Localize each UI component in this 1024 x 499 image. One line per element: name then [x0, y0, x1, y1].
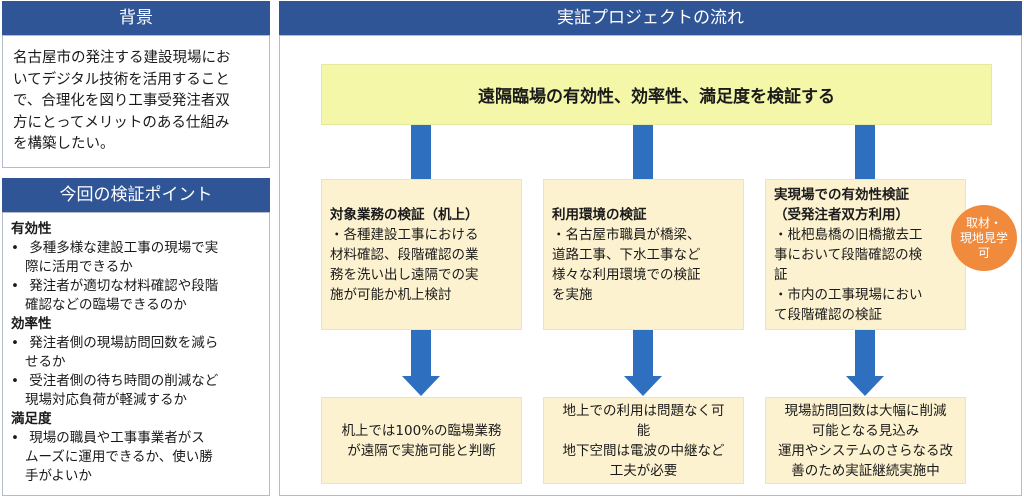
background-panel: 名古屋市の発注する建設現場にお いてデジタル技術を活用すること で、合理化を図り…	[2, 35, 270, 168]
result-line: が遠隔で実施可能と判断	[347, 442, 496, 459]
background-line: を構築したい。	[13, 136, 115, 152]
arrow-shaft	[411, 330, 431, 377]
result-line: 善のため実証継続実施中	[791, 462, 940, 479]
result-line: 現場訪問回数は大幅に削減	[784, 402, 947, 419]
background-line: で、合理化を図り工事受発注者双	[13, 93, 230, 109]
result-line: 運用やシステムのさらなる改	[777, 442, 954, 459]
result-line: 工夫が必要	[609, 462, 678, 479]
background-header: 背景	[2, 1, 270, 35]
result-line: 可能となる見込み	[811, 422, 920, 439]
arrow-down-icon	[402, 376, 440, 396]
column-line: ・各種建設工事における	[330, 227, 479, 243]
column-line: 証	[774, 267, 788, 283]
result-line: 地下空間は電波の中継など	[562, 442, 725, 459]
flow-title: 実証プロジェクトの流れ	[557, 8, 744, 28]
points-header: 今回の検証ポイント	[2, 178, 270, 212]
column-line: 務を洗い出し遠隔での実	[330, 267, 479, 283]
section-heading: 効率性	[11, 316, 52, 332]
points-title: 今回の検証ポイント	[59, 185, 213, 205]
column-line: 様々な利用環境での検証	[552, 267, 701, 283]
result-line: 能	[636, 422, 651, 439]
column-line: ・市内の工事現場におい	[774, 287, 923, 303]
result-box-site: 現場訪問回数は大幅に削減 可能となる見込み 運用やシステムのさらなる改 善のため…	[765, 397, 966, 484]
section-heading: 有効性	[11, 221, 52, 237]
media-visit-badge: 取材・ 現地見学 可	[951, 205, 1017, 271]
column-line: 道路工事、下水工事など	[552, 247, 701, 263]
result-line: 机上では100%の臨場業務	[341, 422, 502, 439]
arrow-shaft	[855, 330, 875, 377]
column-line: 事において段階確認の検	[774, 247, 923, 263]
background-line: 名古屋市の発注する建設現場にお	[13, 50, 231, 66]
arrow-down-icon	[624, 376, 662, 396]
goal-text: 遠隔臨場の有効性、効率性、満足度を検証する	[478, 87, 835, 107]
result-line: 地上での利用は問題なく可	[562, 402, 725, 419]
arrow-shaft	[855, 125, 875, 180]
arrow-down-icon	[846, 376, 884, 396]
column-line: 施が可能か机上検討	[330, 287, 452, 303]
column-text: 対象業務の検証（机上） ・各種建設工事における 材料確認、段階確認の業 務を洗い…	[322, 205, 521, 305]
column-line: 材料確認、段階確認の業	[330, 247, 479, 263]
column-title: 利用環境の検証	[552, 207, 647, 223]
column-text: 実現場での有効性検証 （受発注者双方利用） ・枇杷島橋の旧橋撤去工 事において段…	[766, 185, 965, 325]
column-line: ・名古屋市職員が橋梁、	[552, 227, 701, 243]
background-line: 方にとってメリットのある仕組み	[13, 114, 230, 131]
column-line: て段階確認の検証	[774, 307, 882, 323]
column-box-environment: 利用環境の検証 ・名古屋市職員が橋梁、 道路工事、下水工事など 様々な利用環境で…	[543, 179, 744, 330]
section-heading: 満足度	[11, 411, 52, 427]
arrow-shaft	[633, 330, 653, 377]
background-line: いてデジタル技術を活用すること	[13, 71, 230, 88]
column-line: ・枇杷島橋の旧橋撤去工	[774, 227, 923, 243]
background-text: 名古屋市の発注する建設現場にお いてデジタル技術を活用すること で、合理化を図り…	[3, 36, 269, 156]
column-box-desk: 対象業務の検証（机上） ・各種建設工事における 材料確認、段階確認の業 務を洗い…	[321, 179, 522, 330]
arrow-shaft	[633, 125, 653, 180]
column-text: 利用環境の検証 ・名古屋市職員が橋梁、 道路工事、下水工事など 様々な利用環境で…	[544, 205, 743, 305]
background-title: 背景	[119, 8, 153, 28]
column-box-site: 実現場での有効性検証 （受発注者双方利用） ・枇杷島橋の旧橋撤去工 事において段…	[765, 179, 966, 330]
flow-header: 実証プロジェクトの流れ	[279, 1, 1022, 35]
column-title: 対象業務の検証（机上）	[330, 207, 479, 223]
column-title: 実現場での有効性検証	[774, 187, 909, 203]
result-box-environment: 地上での利用は問題なく可 能 地下空間は電波の中継など 工夫が必要	[543, 397, 744, 484]
column-line: を実施	[552, 287, 593, 303]
column-title: （受発注者双方利用）	[774, 207, 909, 223]
result-box-desk: 机上では100%の臨場業務 が遠隔で実施可能と判断	[321, 397, 522, 484]
goal-box: 遠隔臨場の有効性、効率性、満足度を検証する	[321, 64, 992, 125]
arrow-shaft	[411, 125, 431, 180]
